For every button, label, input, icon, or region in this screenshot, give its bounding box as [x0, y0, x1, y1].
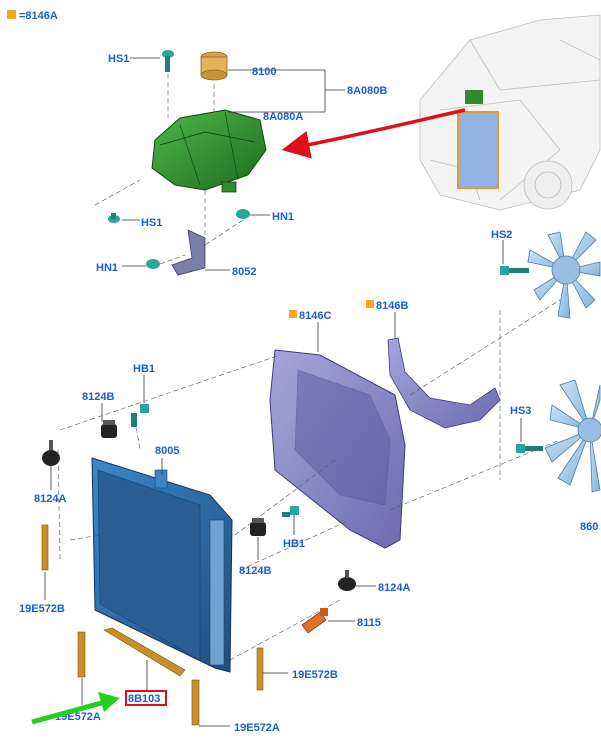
bolt-hs3-icon: [516, 444, 543, 453]
label-hn1-right[interactable]: HN1: [272, 211, 294, 223]
label-8005[interactable]: 8005: [155, 445, 179, 457]
bracket-8052-icon: [171, 229, 206, 276]
isolator-8124a-left-icon: [42, 440, 60, 466]
label-8a080b[interactable]: 8A080B: [347, 85, 387, 97]
label-hb1-top[interactable]: HB1: [133, 363, 155, 375]
bolt-hb1-top-icon: [131, 404, 149, 427]
green-pointer-arrow: [31, 692, 120, 725]
label-8b103[interactable]: 8B103: [128, 693, 160, 705]
nut-hn1-right-icon: [236, 209, 250, 219]
legend-marker-icon: [7, 10, 16, 19]
screw-hs1-bottom-icon: [108, 213, 120, 223]
label-8124b-bottom[interactable]: 8124B: [239, 565, 271, 577]
label-8146c[interactable]: 8146C: [299, 310, 331, 322]
location-pointer-arrow: [281, 108, 466, 159]
label-8052[interactable]: 8052: [232, 266, 256, 278]
fan-lower-icon: [544, 379, 601, 493]
seal-8b103-icon: [103, 627, 186, 677]
label-8124a-right[interactable]: 8124A: [378, 582, 410, 594]
flag-8146b-icon: [366, 300, 374, 308]
label-hs3[interactable]: HS3: [510, 405, 531, 417]
radiator-8005-icon: [91, 457, 233, 673]
label-hs2[interactable]: HS2: [491, 229, 512, 241]
bolt-hb1-bottom-icon: [282, 506, 299, 517]
label-19e572b-right[interactable]: 19E572B: [292, 669, 338, 681]
coolant-reservoir-tank-icon: [151, 109, 267, 193]
label-8124b-top[interactable]: 8124B: [82, 391, 114, 403]
vehicle-location-illustration: [419, 14, 601, 211]
label-860[interactable]: 860: [580, 521, 598, 533]
highlight-box-8b103: [125, 690, 167, 706]
screw-hs1-top-icon: [162, 50, 174, 72]
shroud-piece-8146b-icon: [387, 337, 501, 429]
seal-19e572b-left-icon: [41, 524, 49, 571]
isolator-8124b-top-icon: [101, 420, 117, 438]
drain-plug-8115-icon: [301, 608, 328, 634]
label-hn1-left[interactable]: HN1: [96, 262, 118, 274]
seal-19e572a-bottom-icon: [191, 679, 200, 726]
label-8100[interactable]: 8100: [252, 66, 276, 78]
bolt-hs2-icon: [500, 266, 529, 275]
nut-hn1-left-icon: [146, 259, 160, 269]
label-19e572b-left[interactable]: 19E572B: [19, 603, 65, 615]
label-hs1-bottom[interactable]: HS1: [141, 217, 162, 229]
seal-19e572b-right-icon: [256, 647, 264, 691]
label-8a080a[interactable]: 8A080A: [263, 111, 303, 123]
seal-19e572a-left-icon: [77, 631, 86, 678]
fan-shroud-8146c-icon: [269, 349, 406, 549]
flag-8146c-icon: [289, 310, 297, 318]
label-8124a-left[interactable]: 8124A: [34, 493, 66, 505]
label-hb1-bottom[interactable]: HB1: [283, 538, 305, 550]
isolator-8124a-right-icon: [338, 570, 356, 591]
isolator-8124b-bottom-icon: [250, 518, 266, 536]
label-8146b[interactable]: 8146B: [376, 300, 408, 312]
label-8115[interactable]: 8115: [357, 617, 381, 629]
label-19e572a-bottom[interactable]: 19E572A: [234, 722, 280, 734]
label-hs1-top[interactable]: HS1: [108, 53, 129, 65]
legend-text: =8146A: [19, 10, 58, 22]
pressure-cap-icon: [200, 51, 228, 81]
fan-upper-icon: [527, 231, 601, 319]
